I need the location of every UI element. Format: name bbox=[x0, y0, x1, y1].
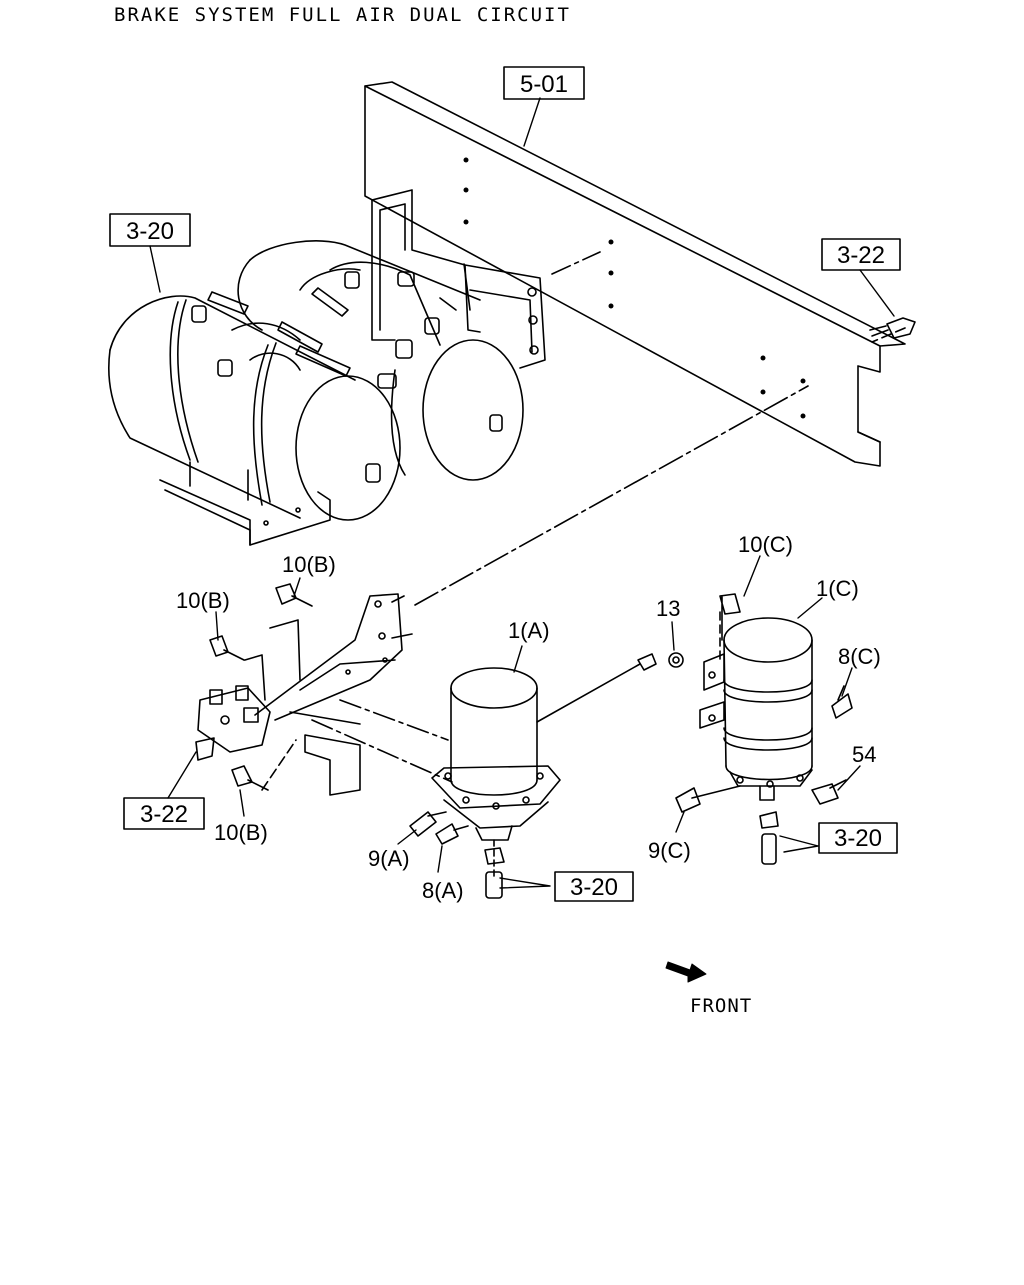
air-dryer-a bbox=[431, 653, 657, 841]
ref-tanks: 3-20 bbox=[126, 218, 174, 245]
diagram-title: BRAKE SYSTEM FULL AIR DUAL CIRCUIT bbox=[114, 4, 571, 26]
bolts-10b bbox=[209, 583, 313, 791]
ref-box-frame bbox=[503, 66, 585, 100]
label-bolt-10c: 10(C) bbox=[738, 532, 793, 557]
ref-box-frame-bolt bbox=[821, 238, 901, 271]
label-bolt-10b-top: 10(B) bbox=[282, 552, 336, 577]
label-nut-13: 13 bbox=[656, 596, 680, 621]
front-arrow-icon bbox=[665, 961, 707, 983]
label-fitting-9a: 9(A) bbox=[368, 846, 410, 871]
ref-frame: 5-01 bbox=[520, 71, 568, 98]
label-fitting-8a: 8(A) bbox=[422, 878, 464, 903]
label-fitting-54: 54 bbox=[852, 742, 876, 767]
frame-bolt bbox=[869, 317, 916, 339]
label-bolt-10b-left: 10(B) bbox=[176, 588, 230, 613]
leader-lines bbox=[149, 97, 895, 889]
label-bolt-10b-bottom: 10(B) bbox=[214, 820, 268, 845]
label-fitting-9c: 9(C) bbox=[648, 838, 691, 863]
label-fitting-8c: 8(C) bbox=[838, 644, 881, 669]
ref-valve: 3-22 bbox=[140, 801, 188, 828]
air-dryer-c bbox=[699, 617, 813, 801]
fittings-a bbox=[409, 811, 505, 899]
ref-dryer-a-pipe: 3-20 bbox=[570, 874, 618, 901]
frame-rail bbox=[364, 81, 906, 467]
front-label: FRONT bbox=[690, 995, 752, 1017]
label-dryer-a: 1(A) bbox=[508, 618, 550, 643]
mounting-line bbox=[414, 385, 809, 606]
air-tanks bbox=[108, 240, 524, 521]
fittings-c bbox=[668, 593, 853, 865]
ref-box-valve bbox=[123, 797, 205, 830]
ref-box-tanks bbox=[109, 213, 191, 247]
tank-bracket bbox=[159, 189, 546, 546]
dryer-bracket bbox=[244, 593, 413, 796]
ref-frame-bolt: 3-22 bbox=[837, 242, 885, 269]
label-dryer-c: 1(C) bbox=[816, 576, 859, 601]
protection-valve bbox=[195, 685, 271, 761]
ref-box-dryer-c-pipe bbox=[818, 822, 898, 854]
ref-box-dryer-a-pipe bbox=[554, 871, 634, 902]
ref-dryer-c-pipe: 3-20 bbox=[834, 825, 882, 852]
